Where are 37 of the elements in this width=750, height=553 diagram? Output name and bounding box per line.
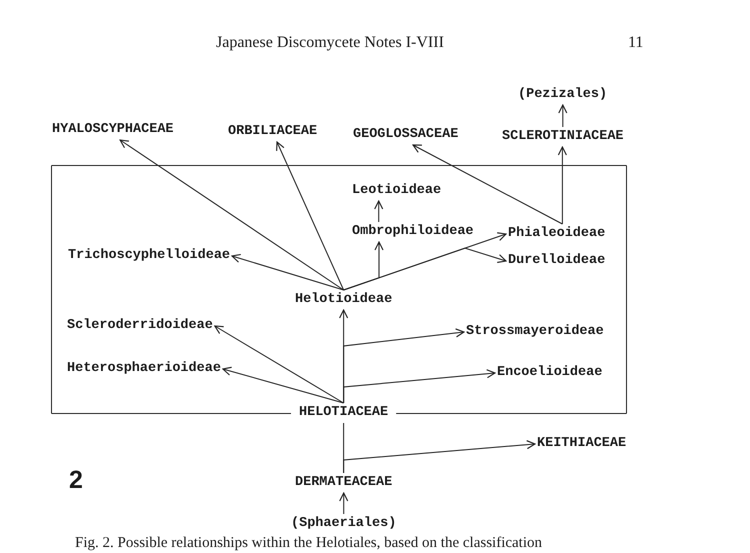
arrow [343,440,536,474]
arrow [343,248,507,290]
taxon-label: SCLEROTINIACEAE [502,129,624,145]
arrow [374,200,384,222]
arrow [214,325,344,404]
taxon-label: Helotioideae [295,292,392,308]
taxon-label: Durelloideae [508,253,606,269]
arrow [339,492,348,514]
figure-number: 2 [69,466,83,494]
taxon-label: Leotioideae [352,183,442,199]
arrow [222,366,344,404]
taxon-label: HYALOSCYPHACEAE [52,122,174,138]
arrow [558,146,567,224]
taxon-label: HELOTIACEAE [299,405,388,421]
arrow [412,144,563,224]
page-number: 11 [628,33,644,53]
taxon-label: GEOGLOSSACEAE [353,127,458,143]
taxon-label: Trichoscyphelloideae [68,248,230,264]
arrow [276,141,344,290]
figure-caption: Fig. 2. Possible relationships within the Helotiales, based on the classification [75,534,542,552]
taxon-label: Heterosphaerioideae [67,361,221,377]
taxon-label: Ombrophiloideae [352,224,474,240]
taxon-label: (Pezizales) [518,87,608,103]
taxon-label: Encoelioideae [497,365,602,381]
arrow [120,139,344,290]
arrow [558,104,568,128]
arrow [343,369,496,404]
taxon-label: Strossmayeroideae [466,324,604,340]
taxon-label: Scleroderridoideae [67,318,213,334]
running-header: Japanese Discomycete Notes I-VIII [216,33,444,53]
taxon-label: DERMATEACEAE [295,475,392,491]
taxon-label: ORBILIACEAE [228,124,318,140]
taxon-label: KEITHIACEAE [537,436,626,452]
taxon-label: Phialeoideae [508,226,606,242]
group-box [51,165,627,414]
taxon-label: (Sphaeriales) [291,516,396,532]
arrow [231,254,344,290]
